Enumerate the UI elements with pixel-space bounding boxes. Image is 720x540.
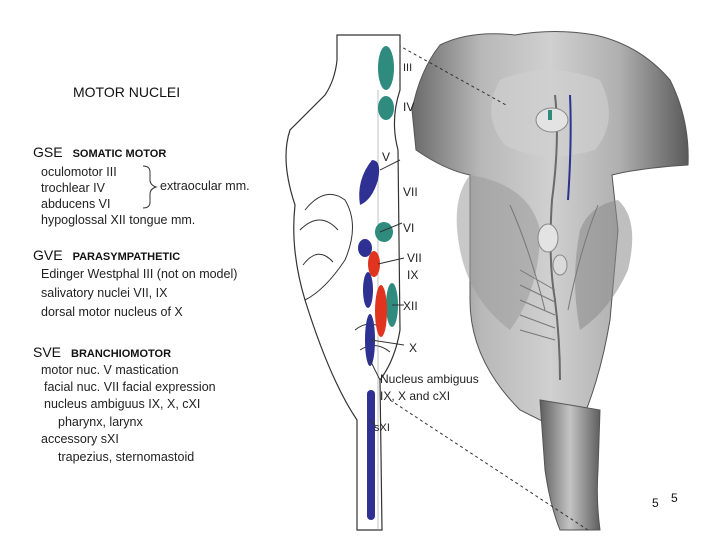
sve-line-3: nucleus ambiguus IX, X, cXI — [44, 397, 201, 411]
gse-line-3: abducens VI — [41, 197, 111, 211]
extraocular-brace — [142, 165, 158, 209]
connector-lines — [389, 44, 589, 531]
label-iv: IV — [403, 100, 415, 114]
schematic-model — [285, 34, 405, 531]
label-ix: IX — [407, 268, 419, 282]
gse-tag: GSE — [33, 144, 63, 160]
brainstem-photo — [411, 31, 689, 531]
gve-tag: GVE — [33, 247, 63, 263]
label-vii-b: VII — [407, 251, 422, 265]
page-number-a: 5 — [652, 496, 659, 510]
sve-tag: SVE — [33, 344, 62, 360]
label-vi: VI — [403, 221, 415, 235]
label-ambiguus-2: IX, X and cXI — [380, 389, 451, 403]
extraocular-label: extraocular mm. — [160, 179, 250, 193]
label-vii-a: VII — [403, 185, 418, 199]
label-xii: XII — [403, 299, 418, 313]
gse-line-2: trochlear IV — [41, 181, 105, 195]
gve-line-1: Edinger Westphal III (not on model) — [41, 267, 238, 281]
gse-line-4: hypoglossal XII tongue mm. — [41, 213, 196, 227]
somatic-nuclei — [375, 46, 398, 327]
sve-line-4: pharynx, larynx — [58, 415, 143, 429]
label-ambiguus-1: Nucleus ambiguus — [380, 372, 479, 386]
label-sxi: sXI — [374, 422, 390, 434]
sve-subtitle: BRANCHIOMOTOR — [71, 348, 172, 360]
sve-line-6: trapezius, sternomastoid — [58, 450, 195, 464]
gse-subtitle: SOMATIC MOTOR — [72, 148, 167, 160]
parasympathetic-nuclei — [368, 251, 387, 337]
label-v: V — [382, 150, 391, 164]
slide-title: MOTOR NUCLEI — [73, 84, 181, 100]
label-x: X — [409, 341, 418, 355]
sve-heading: SVE BRANCHIOMOTOR — [33, 345, 171, 361]
label-iii: III — [403, 62, 413, 74]
gve-line-3: dorsal motor nucleus of X — [41, 305, 183, 319]
gve-heading: GVE PARASYMPATHETIC — [33, 248, 180, 264]
gve-line-2: salivatory nuclei VII, IX — [41, 286, 168, 300]
gse-heading: GSE SOMATIC MOTOR — [33, 145, 166, 161]
sve-line-1: motor nuc. V mastication — [41, 363, 179, 377]
sve-line-5: accessory sXI — [41, 432, 119, 446]
gse-line-1: oculomotor III — [41, 165, 117, 179]
gve-subtitle: PARASYMPATHETIC — [72, 251, 181, 263]
page-number-b: 5 — [671, 491, 678, 505]
sve-line-2: facial nuc. VII facial expression — [44, 380, 216, 394]
